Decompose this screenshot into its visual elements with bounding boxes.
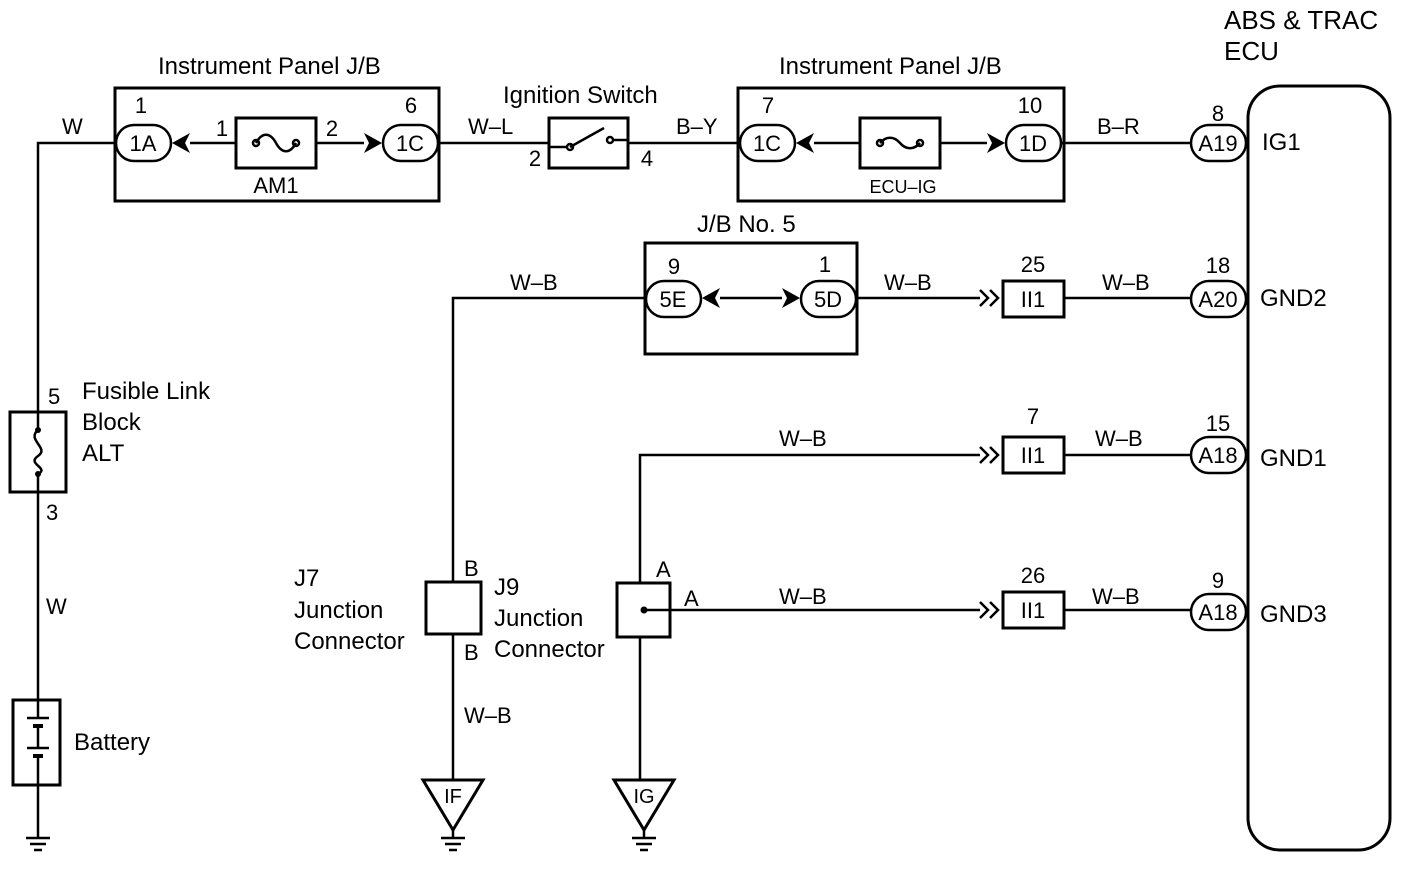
svg-text:5E: 5E [660, 287, 687, 312]
svg-text:AM1: AM1 [253, 173, 298, 198]
svg-text:1C: 1C [753, 131, 781, 156]
svg-text:Fusible Link: Fusible Link [82, 378, 211, 405]
ecu-pin-gnd2-name: GND2 [1260, 285, 1327, 312]
svg-text:18: 18 [1206, 253, 1230, 278]
svg-text:A19: A19 [1198, 131, 1237, 156]
svg-text:Junction: Junction [494, 605, 583, 632]
svg-text:5: 5 [48, 384, 60, 409]
svg-text:1: 1 [216, 116, 228, 141]
ecu-body [1246, 84, 1392, 852]
svg-text:4: 4 [641, 146, 653, 171]
fusible-link-block: 5 3 Fusible Link Block ALT [8, 378, 211, 525]
abs-trac-ecu: ABS & TRAC ECU IG1 GND2 GND1 GND3 [1224, 5, 1392, 852]
inline-connector-25: II1 25 [979, 252, 1066, 319]
j9-junction-connector: A A J9 Junction Connector [494, 557, 699, 663]
wire-label-wb-gnd2: W–B [1102, 270, 1150, 295]
svg-text:9: 9 [668, 254, 680, 279]
svg-text:25: 25 [1021, 252, 1045, 277]
svg-text:7: 7 [1027, 404, 1039, 429]
svg-text:10: 10 [1018, 93, 1042, 118]
svg-text:2: 2 [529, 146, 541, 171]
svg-text:Block: Block [82, 409, 142, 436]
wire-label-by: B–Y [676, 114, 718, 139]
svg-text:ALT: ALT [82, 440, 125, 467]
svg-text:II1: II1 [1021, 598, 1045, 623]
wire-label-wl: W–L [468, 114, 513, 139]
jb-no5: J/B No. 5 5E 9 5D 1 [643, 211, 859, 356]
svg-text:Junction: Junction [294, 597, 383, 624]
wire-label-w-mid: W [46, 594, 67, 619]
wire-label-wb-jb5-out: W–B [884, 270, 932, 295]
instrument-panel-jb-left: Instrument Panel J/B AM1 1 2 1A 1 1C 6 [113, 53, 441, 203]
instrument-panel-jb-right: Instrument Panel J/B ECU–IG 1C 7 1D 10 [736, 53, 1066, 203]
j7-junction-connector: B B J7 Junction Connector [294, 556, 483, 665]
wire-label-w-top: W [62, 114, 83, 139]
ecu-pin-gnd1-name: GND1 [1260, 445, 1327, 472]
inline-connector-26: II1 26 [979, 563, 1066, 630]
svg-text:II1: II1 [1021, 443, 1045, 468]
svg-text:5D: 5D [814, 287, 842, 312]
ground-if-icon: IF [420, 778, 486, 852]
battery-ground-icon [26, 836, 50, 852]
svg-text:7: 7 [762, 93, 774, 118]
svg-text:A20: A20 [1198, 287, 1237, 312]
wire-label-wb-gnd1-in: W–B [779, 426, 827, 451]
svg-text:IG: IG [633, 786, 654, 808]
svg-text:A18: A18 [1198, 443, 1237, 468]
svg-text:Instrument Panel J/B: Instrument Panel J/B [779, 53, 1002, 80]
svg-text:A: A [684, 586, 699, 611]
svg-text:8: 8 [1212, 101, 1224, 126]
svg-text:9: 9 [1212, 568, 1224, 593]
battery: Battery [11, 698, 150, 787]
svg-text:J9: J9 [494, 574, 519, 601]
ecu-connector-ig1: A19 8 [1189, 101, 1248, 163]
svg-text:3: 3 [46, 500, 58, 525]
svg-text:II1: II1 [1021, 287, 1045, 312]
svg-text:B: B [464, 556, 479, 581]
wire-label-wb-if: W–B [464, 703, 512, 728]
ecu-connector-gnd2: A20 18 [1189, 253, 1248, 319]
svg-text:1C: 1C [396, 131, 424, 156]
svg-text:B: B [464, 640, 479, 665]
ignition-switch: Ignition Switch 2 4 [503, 82, 658, 171]
svg-text:1D: 1D [1019, 131, 1047, 156]
wire-label-wb-gnd1-out: W–B [1095, 426, 1143, 451]
svg-text:Battery: Battery [74, 729, 150, 756]
svg-text:2: 2 [326, 116, 338, 141]
ground-ig-icon: IG [611, 778, 677, 852]
ecu-pin-ig1-name: IG1 [1262, 129, 1301, 156]
wires [36, 141, 1191, 838]
ecu-title-line1: ABS & TRAC [1224, 5, 1378, 35]
wire-label-wb-jb5-in: W–B [510, 270, 558, 295]
svg-text:Connector: Connector [494, 636, 605, 663]
inline-connector-7: II1 7 [979, 404, 1066, 475]
svg-text:Ignition Switch: Ignition Switch [503, 82, 658, 109]
svg-text:IF: IF [444, 786, 462, 808]
svg-text:ECU–IG: ECU–IG [869, 177, 936, 197]
svg-text:26: 26 [1021, 563, 1045, 588]
svg-text:Connector: Connector [294, 628, 405, 655]
ecu-pin-gnd3-name: GND3 [1260, 601, 1327, 628]
wire-label-br: B–R [1097, 114, 1140, 139]
svg-text:A: A [656, 557, 671, 582]
am1-fuse-icon [254, 133, 298, 153]
svg-text:15: 15 [1206, 411, 1230, 436]
svg-text:J7: J7 [294, 565, 319, 592]
wire-label-wb-gnd3-in: W–B [779, 584, 827, 609]
svg-text:A18: A18 [1198, 600, 1237, 625]
ecu-title-line2: ECU [1224, 36, 1279, 66]
ipjb-left-title: Instrument Panel J/B [158, 53, 381, 80]
svg-text:J/B No. 5: J/B No. 5 [697, 211, 796, 238]
wire-label-wb-gnd3-out: W–B [1092, 584, 1140, 609]
ecu-connector-gnd1: A18 15 [1189, 411, 1248, 475]
svg-text:6: 6 [405, 93, 417, 118]
svg-text:1: 1 [135, 93, 147, 118]
ecu-connector-gnd3: A18 9 [1189, 568, 1248, 632]
svg-text:1A: 1A [130, 131, 157, 156]
svg-text:1: 1 [819, 252, 831, 277]
